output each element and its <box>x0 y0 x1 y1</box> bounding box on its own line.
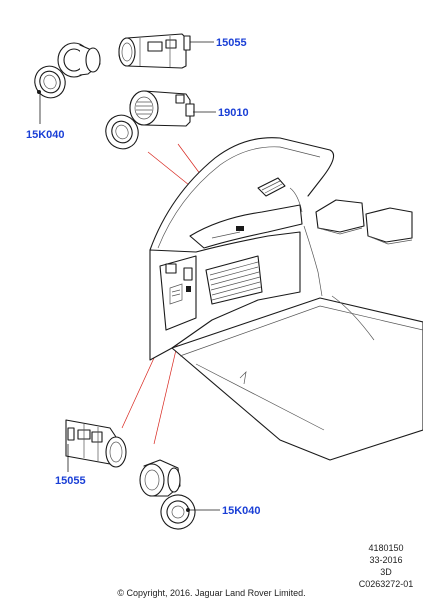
lighter-callout: 19010 <box>218 107 249 119</box>
top-flip-cap-illustration <box>34 65 66 99</box>
lighter-cap-illustration <box>105 114 139 150</box>
top-socket-callout: 15055 <box>216 37 247 49</box>
lighter-body-illustration <box>129 90 195 127</box>
copyright-text: © Copyright, 2016. Jaguar Land Rover Lim… <box>117 588 306 598</box>
bottom-cap-ring-illustration <box>139 459 181 497</box>
top-cap-ring-illustration <box>57 42 101 78</box>
top-socket-illustration <box>118 33 191 69</box>
image-ref: C0263272-01 <box>358 579 414 589</box>
view-label: 3D <box>380 567 392 577</box>
top-cap-callout: 15K040 <box>26 129 65 141</box>
bottom-socket-callout: 15055 <box>55 475 86 487</box>
bottom-cap-callout: 15K040 <box>222 505 261 517</box>
bottom-flip-cap-illustration <box>160 494 196 530</box>
diagram-id: 4180150 <box>368 543 404 553</box>
bottom-socket-illustration <box>65 419 127 468</box>
vehicle-loadspace-illustration <box>149 137 423 461</box>
date-code: 33-2016 <box>369 555 403 565</box>
